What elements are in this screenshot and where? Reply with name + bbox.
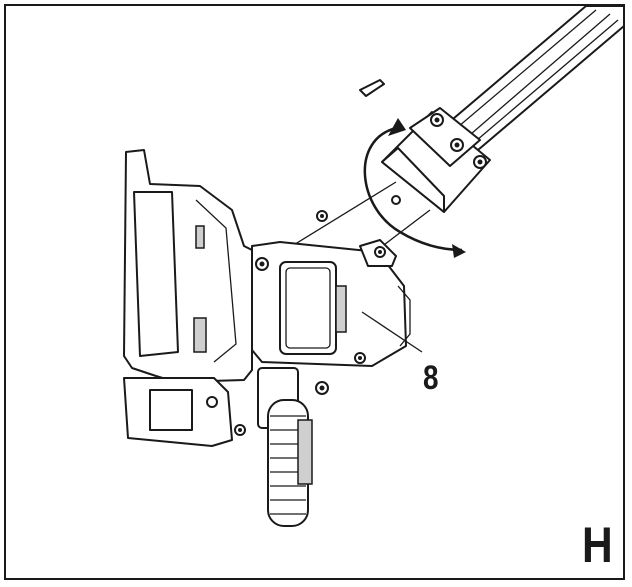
lower-housing: [123, 377, 246, 447]
pole-clamp: [381, 107, 491, 213]
motor-housing: [123, 149, 253, 383]
rotation-arrow: [363, 118, 466, 258]
drive-wheel: [257, 367, 329, 527]
mount-bracket: [251, 239, 423, 367]
part-callout-label: 8: [423, 359, 439, 397]
panel-letter: H: [582, 517, 613, 573]
